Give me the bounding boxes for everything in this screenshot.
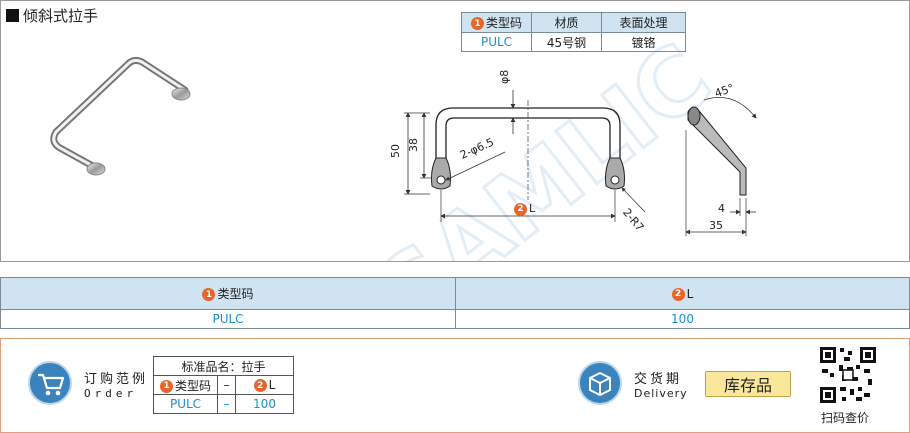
- spec-header-surface: 表面处理: [601, 12, 686, 33]
- order-value-type-code: PULC: [153, 394, 218, 414]
- cart-icon: [28, 361, 72, 405]
- delivery-label: 交货期: [634, 372, 683, 387]
- order-value-l: 100: [235, 394, 294, 414]
- order-std-name: 标准品名：拉手: [153, 356, 294, 376]
- dim-38: 38: [407, 138, 420, 152]
- technical-drawing: SAMLIC: [50, 22, 757, 262]
- side-view: [685, 96, 757, 236]
- spec-value-material: 45号钢: [531, 32, 602, 52]
- spec-value-type-code: PULC: [461, 32, 532, 52]
- main-value-type-code: PULC: [0, 309, 456, 329]
- order-value-dash: –: [217, 394, 236, 414]
- main-value-l: 100: [455, 309, 910, 329]
- stock-badge: 库存品: [705, 371, 791, 397]
- dim-50: 50: [389, 144, 402, 158]
- front-view: [404, 90, 646, 222]
- page-title: 倾斜式拉手: [6, 5, 98, 26]
- qr-code-icon: [818, 345, 878, 405]
- title-square-icon: [6, 9, 19, 22]
- order-dash: –: [217, 375, 236, 395]
- spec-value-surface: 镀铬: [601, 32, 686, 52]
- order-label-en: Order: [84, 387, 138, 400]
- product-photo: [50, 56, 191, 176]
- scan-price-label: 扫码查价: [821, 411, 870, 425]
- order-label: 订购范例: [84, 372, 149, 387]
- delivery-label-en: Delivery: [634, 387, 688, 400]
- dim-phi8: φ8: [498, 69, 511, 84]
- spec-header-material: 材质: [531, 12, 602, 33]
- dim-4: 4: [718, 202, 725, 215]
- dim-35: 35: [709, 219, 723, 232]
- delivery-box-icon: [578, 361, 622, 405]
